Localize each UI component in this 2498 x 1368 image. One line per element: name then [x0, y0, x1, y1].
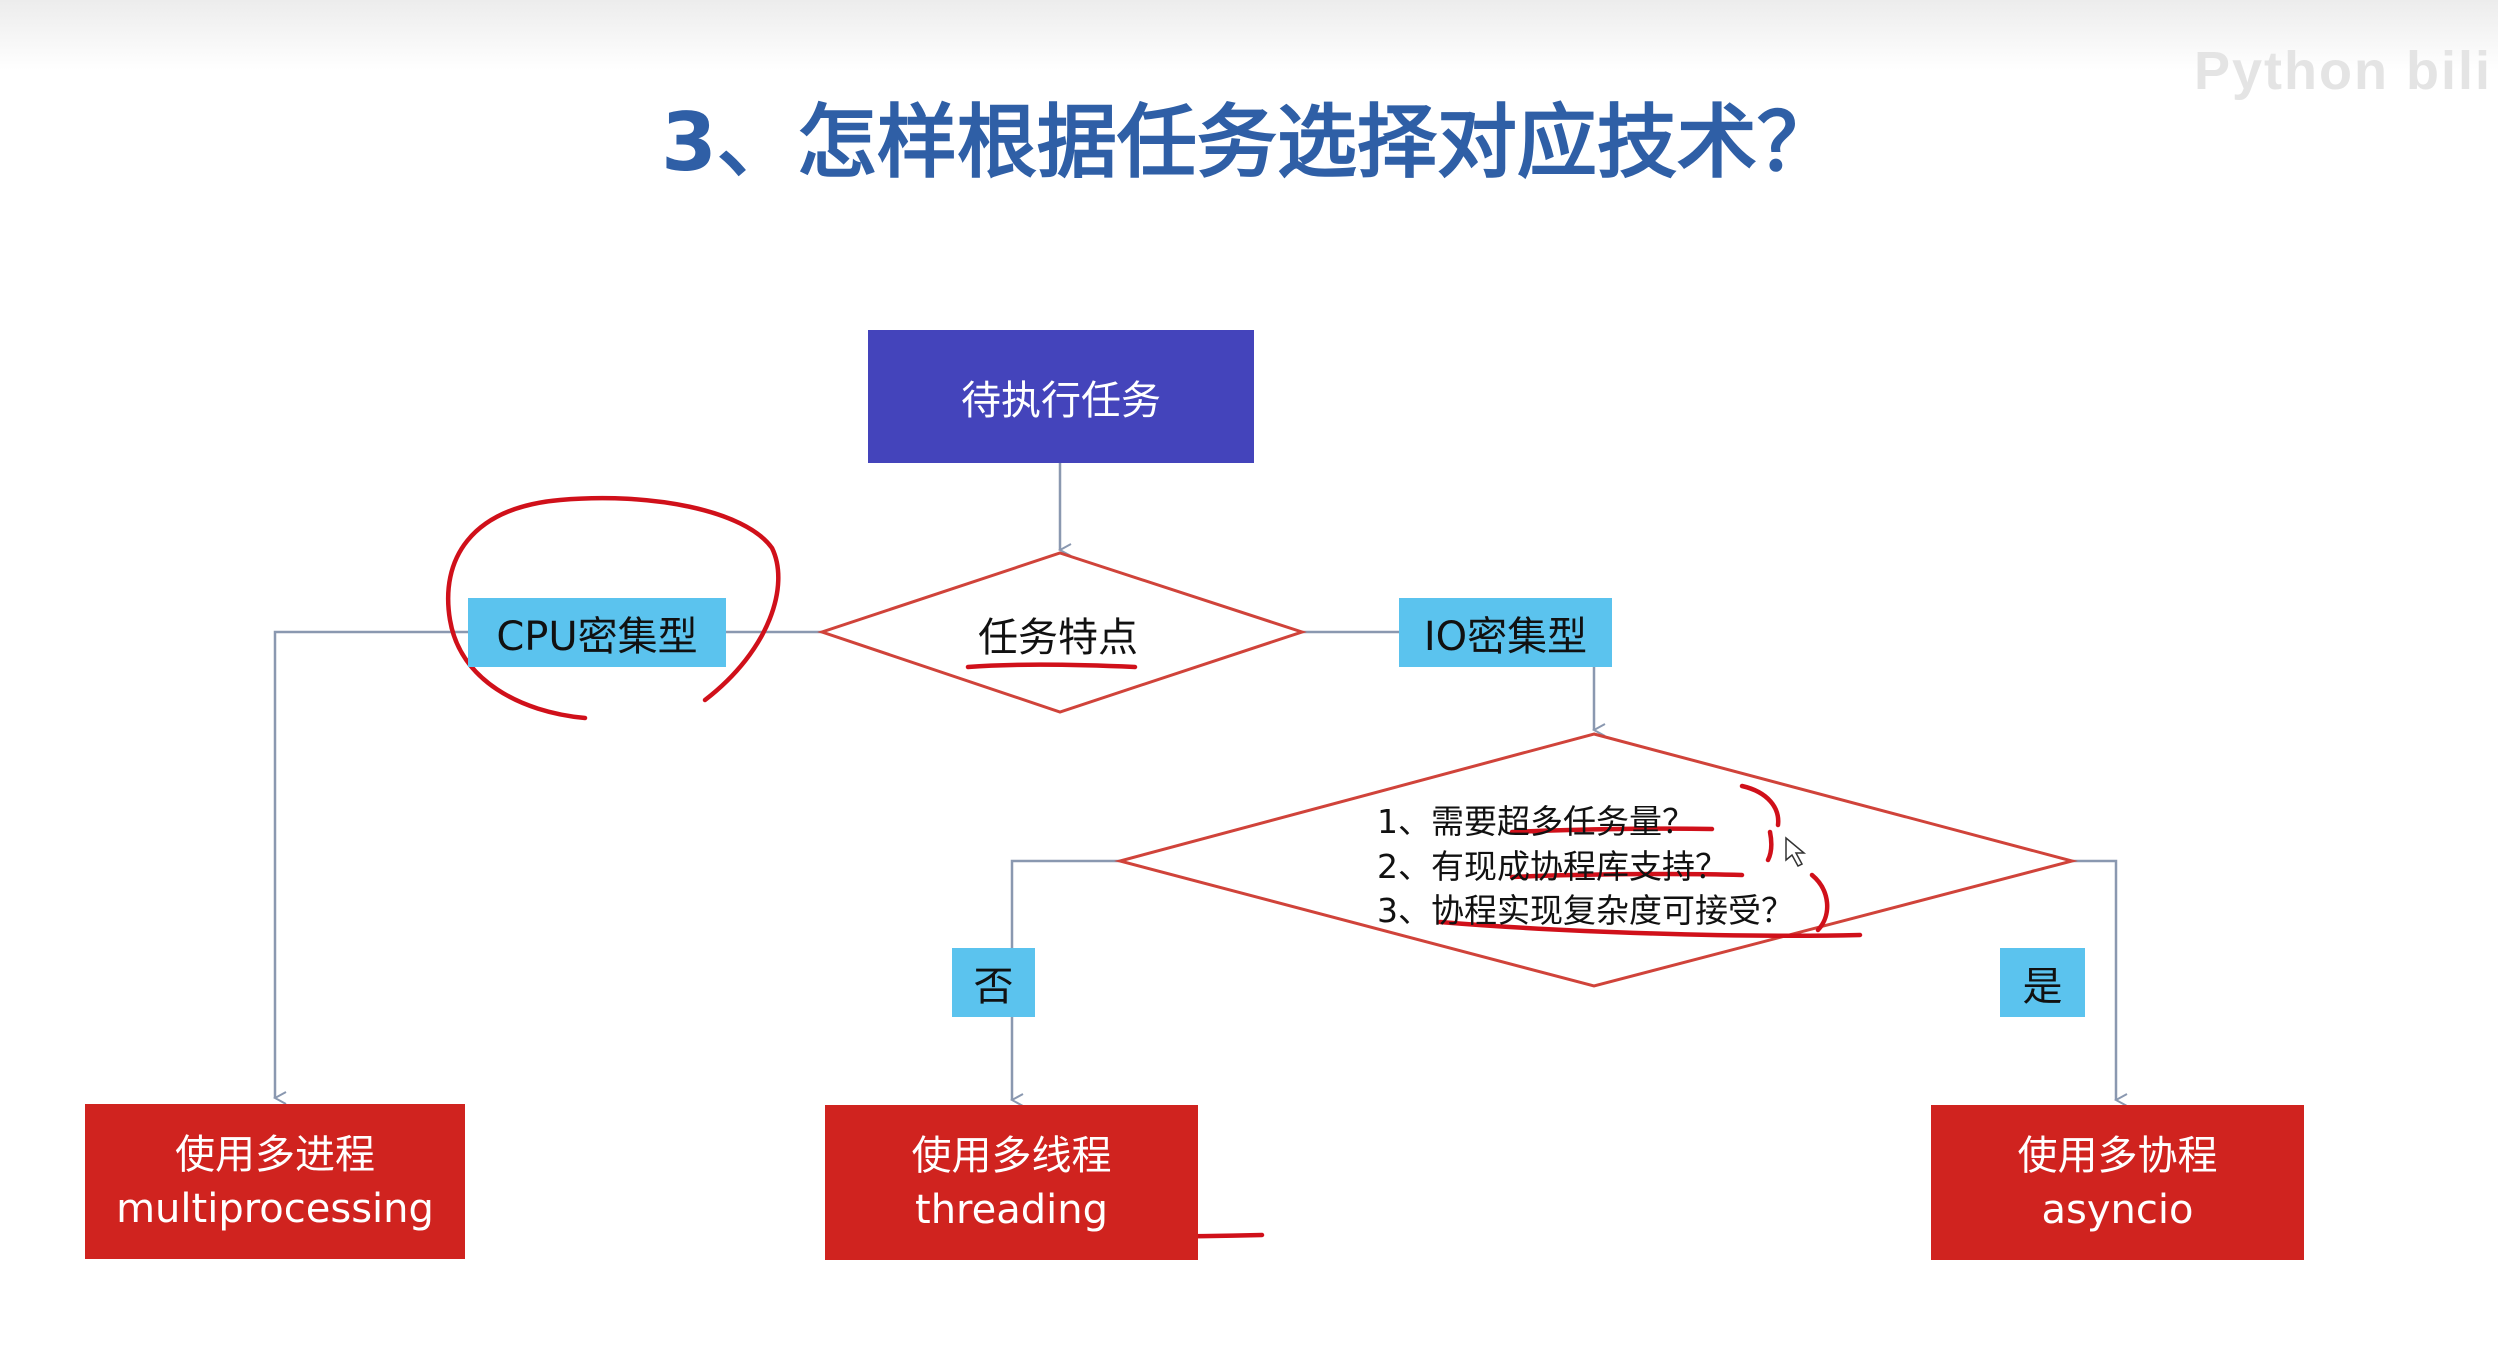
- annotation-underline-task-features: [965, 662, 1138, 670]
- decision-task-features-label: 任务特点: [978, 615, 1138, 661]
- result-multiprocessing-module: multiprocessing: [116, 1185, 434, 1232]
- result-multiprocessing: 使用多进程 multiprocessing: [85, 1104, 465, 1259]
- result-asyncio-module: asyncio: [2041, 1186, 2194, 1233]
- decision-criterion-2: 2、有现成协程库支持？: [1377, 847, 1728, 886]
- annotation-underline-q3: [1437, 919, 1863, 939]
- result-multiprocessing-title: 使用多进程: [175, 1131, 375, 1178]
- arrow-yes-branch: [2072, 859, 2116, 1100]
- no-label-text: 否: [973, 963, 1014, 1010]
- top-fade: [0, 0, 2498, 70]
- result-asyncio-title: 使用多协程: [2017, 1132, 2218, 1179]
- decision-criterion-1: 1、需要超多任务量？: [1377, 802, 1695, 841]
- arrow-no-branch: [1012, 859, 1120, 1100]
- arrow-cpu-branch: [275, 630, 822, 1098]
- result-threading-module: threading: [915, 1186, 1108, 1233]
- annotation-underline-q1: [1509, 826, 1715, 835]
- annotation-tick-q1: [1739, 783, 1781, 863]
- cursor-icon: [1785, 836, 1807, 867]
- result-threading-title: 使用多线程: [911, 1132, 1112, 1179]
- no-label: 否: [952, 948, 1035, 1017]
- annotation-bracket-q3: [1809, 872, 1830, 933]
- cpu-bound-label-text: CPU密集型: [496, 613, 698, 660]
- cpu-bound-label: CPU密集型: [468, 598, 726, 667]
- slide-title: 3、怎样根据任务选择对应技术？: [661, 96, 1837, 189]
- decision-criterion-3: 3、协程实现复杂度可接受？: [1377, 891, 1794, 930]
- result-threading: 使用多线程 threading: [825, 1105, 1198, 1260]
- result-asyncio: 使用多协程 asyncio: [1931, 1105, 2304, 1260]
- bilibili-watermark: Python bili: [2194, 41, 2492, 101]
- yes-label: 是: [2000, 948, 2085, 1017]
- io-bound-label: IO密集型: [1399, 598, 1612, 667]
- yes-label-text: 是: [2022, 963, 2063, 1010]
- decision-diamond-task-features: [817, 551, 1307, 714]
- annotation-underline-q2: [1509, 871, 1745, 880]
- decision-diamond-io-criteria: [1114, 732, 2078, 988]
- io-bound-label-text: IO密集型: [1423, 613, 1588, 660]
- start-node-label: 待执行任务: [961, 377, 1161, 424]
- start-node: 待执行任务: [868, 330, 1254, 463]
